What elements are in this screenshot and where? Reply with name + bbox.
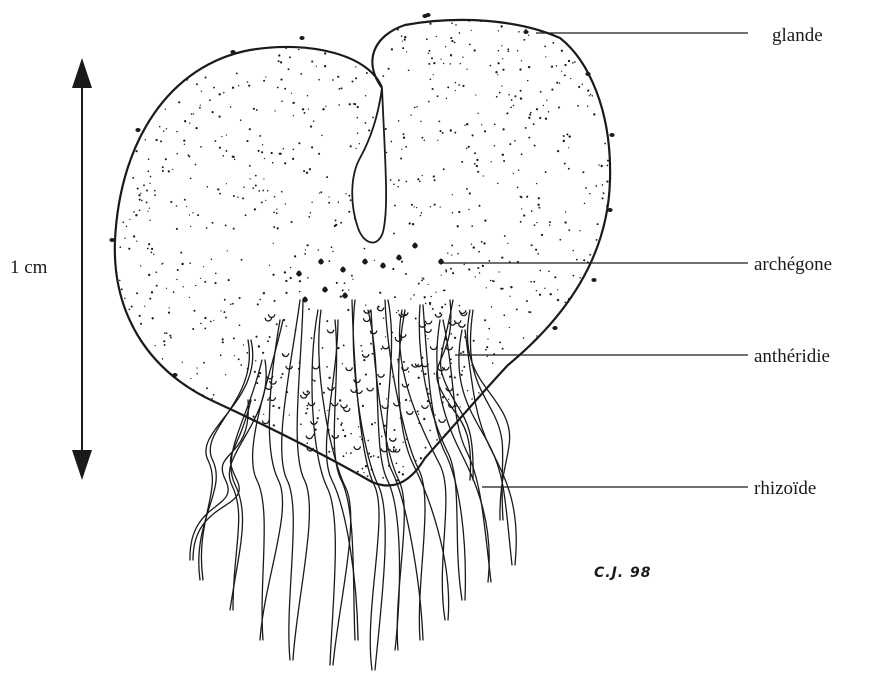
apical-notch: [352, 88, 386, 243]
scale-bar: [72, 58, 92, 480]
prothallus-outline: [115, 20, 610, 486]
scale-arrow-up-icon: [72, 58, 92, 88]
stippling: [109, 14, 615, 491]
artist-signature: C.J. 98: [594, 566, 651, 580]
label-rhizoide: rhizoïde: [754, 479, 816, 498]
scale-label: 1 cm: [10, 258, 47, 277]
scale-arrow-down-icon: [72, 450, 92, 480]
label-archegone: archégone: [754, 255, 832, 274]
label-glande: glande: [772, 26, 823, 45]
label-antheridie: anthéridie: [754, 347, 830, 366]
